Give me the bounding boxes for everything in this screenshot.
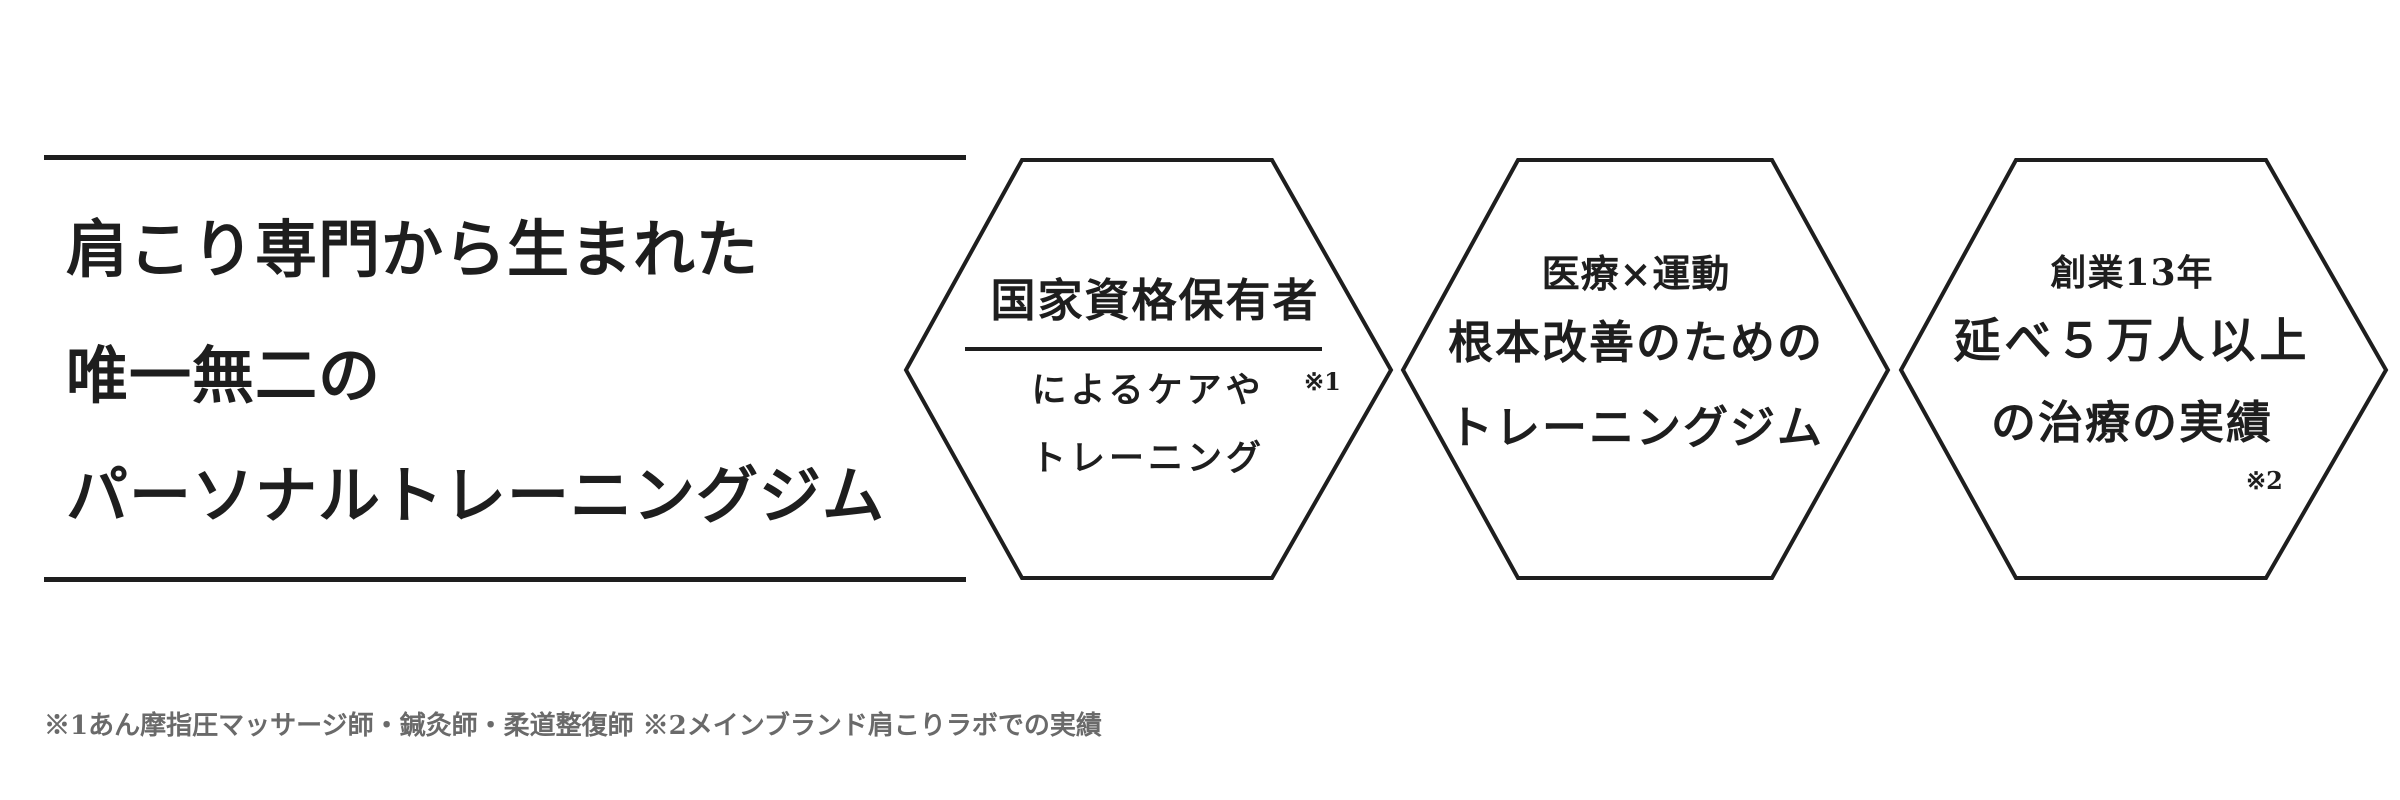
- medical-exercise-line-1: 医療×運動: [1541, 251, 1731, 296]
- qualified-staff-title: 国家資格保有者: [990, 274, 1320, 327]
- track-record-line-1: 創業13年: [2050, 252, 2214, 294]
- track-record-line-2: 延べ５万人以上: [1953, 314, 2311, 369]
- track-record-note: ※2: [2246, 466, 2283, 495]
- headline-bottom-rule: [44, 577, 966, 582]
- headline-line-3: パーソナルトレーニングジム: [66, 459, 886, 532]
- qualified-staff-note: ※1: [1304, 367, 1341, 396]
- qualified-staff-line-3: トレーニング: [1030, 438, 1265, 479]
- medical-exercise-line-2: 根本改善のための: [1447, 316, 1824, 369]
- headline-line-1: 肩こり専門から生まれた: [66, 213, 760, 286]
- track-record-line-3: の治療の実績: [1990, 396, 2273, 449]
- qualified-staff-underline: [965, 347, 1322, 351]
- footnote: ※1あん摩指圧マッサージ師・鍼灸師・柔道整復師 ※2メインブランド肩こりラボでの…: [44, 711, 1102, 741]
- hexagon-qualified-staff: [903, 158, 1394, 580]
- medical-exercise-line-3: トレーニングジム: [1447, 401, 1824, 454]
- hexagon-medical-exercise: [1400, 158, 1891, 580]
- hexagon-track-record: [1898, 158, 2389, 580]
- qualified-staff-line-2: によるケアや: [1031, 370, 1265, 411]
- headline-line-2: 唯一無二の: [66, 339, 382, 412]
- headline-top-rule: [44, 155, 966, 160]
